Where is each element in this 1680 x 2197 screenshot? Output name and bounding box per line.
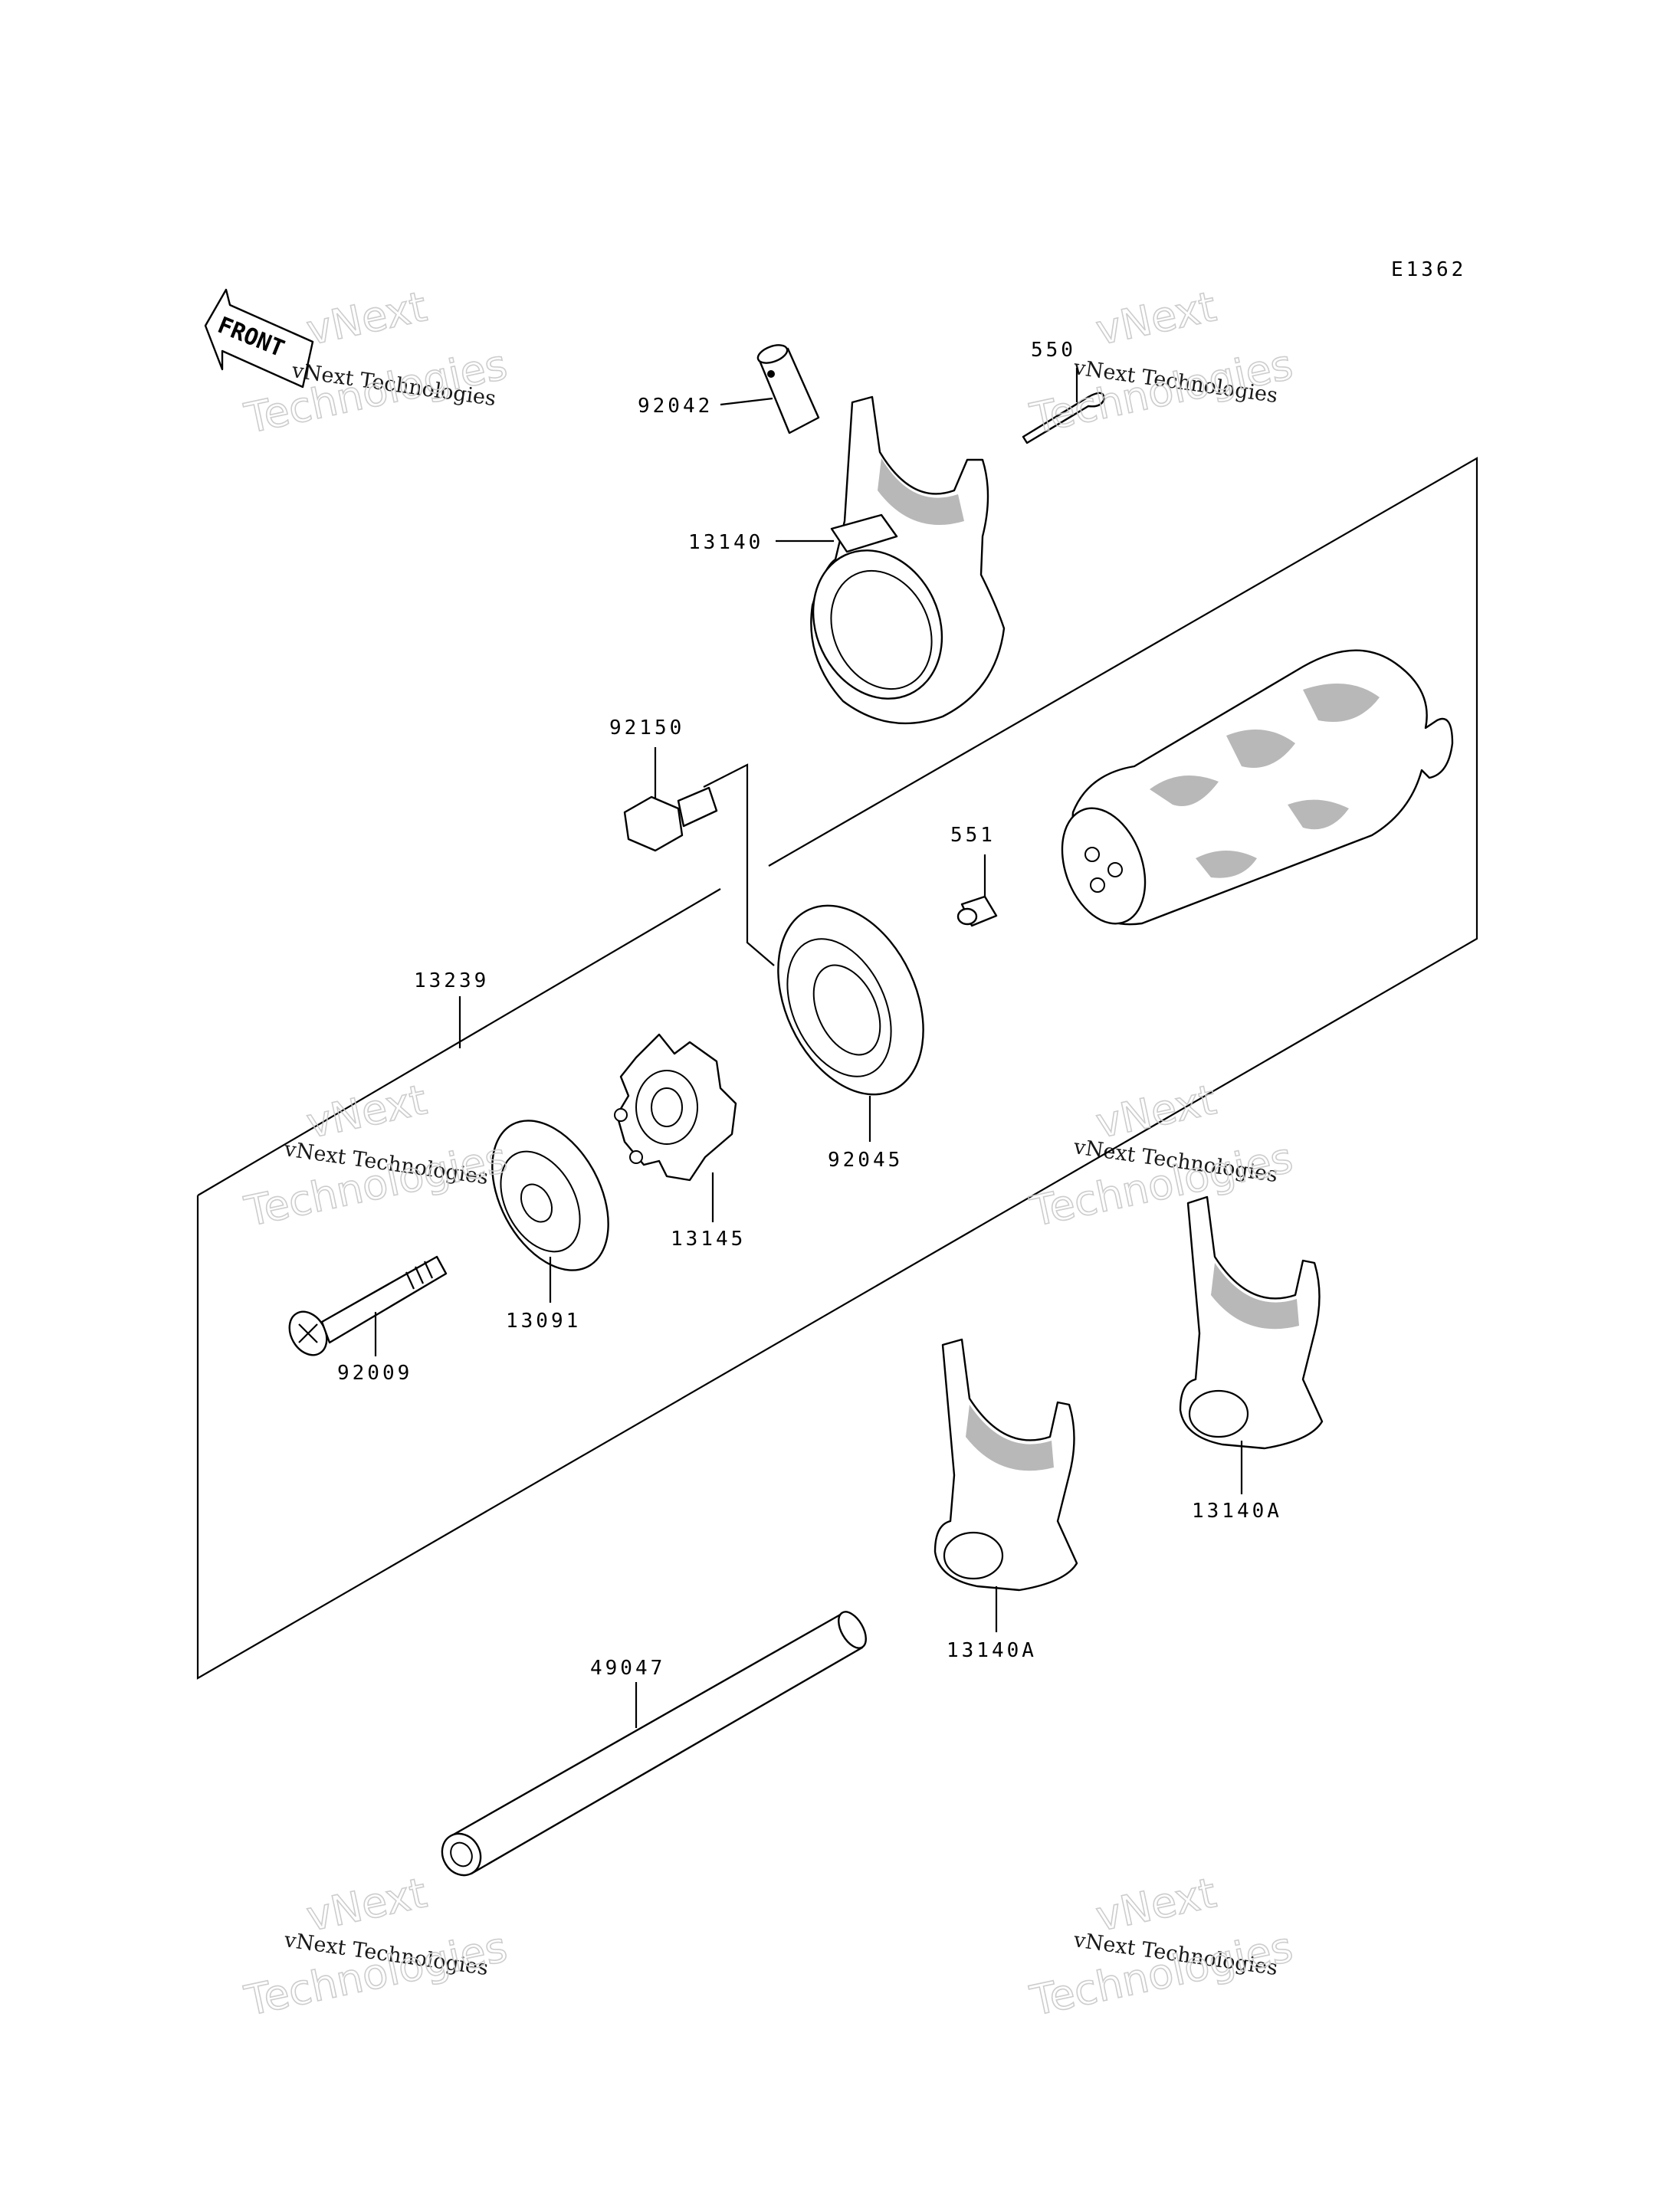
callout-13239: 13239 <box>414 969 489 992</box>
svg-text:Technologies: Technologies <box>241 1133 511 1236</box>
callout-13140A-left: 13140A <box>947 1639 1037 1662</box>
part-13140-shift-fork: 13140 <box>688 395 1006 725</box>
svg-text:Technologies: Technologies <box>241 1923 511 2025</box>
svg-text:vNext: vNext <box>1092 282 1220 354</box>
watermark-bottom-left: vNext vNext Technologies Technologies <box>240 1867 512 2025</box>
callout-92009: 92009 <box>337 1362 412 1385</box>
callout-13091: 13091 <box>506 1310 581 1333</box>
part-550-cotter-pin: 550 <box>1022 339 1105 444</box>
part-92150-bolt: 92150 <box>609 716 718 852</box>
diagram-code: E1362 <box>1391 258 1466 281</box>
watermark-bottom-right: vNext vNext Technologies Technologies <box>1025 1867 1298 2025</box>
part-49047-shaft: 49047 <box>441 1611 867 1877</box>
part-shift-drum <box>1061 649 1454 926</box>
svg-text:vNext: vNext <box>303 282 431 354</box>
callout-92045: 92045 <box>828 1149 903 1172</box>
svg-text:vNext: vNext <box>303 1868 431 1940</box>
svg-text:Technologies: Technologies <box>1026 1923 1297 2025</box>
callout-92042: 92042 <box>638 395 713 418</box>
callout-13145: 13145 <box>671 1228 746 1251</box>
watermark-middle-right: vNext vNext Technologies Technologies <box>1025 1074 1298 1236</box>
callout-49047: 49047 <box>590 1657 665 1680</box>
part-551-pin: 551 <box>950 824 998 927</box>
svg-text:vNext: vNext <box>1092 1868 1220 1940</box>
callout-13140: 13140 <box>688 531 763 554</box>
callout-13140A-right: 13140A <box>1192 1500 1282 1523</box>
group-13239: 13239 <box>414 969 489 1048</box>
part-13140A-fork-right: 13140A <box>1179 1195 1324 1523</box>
part-92009-screw: 92009 <box>288 1255 448 1385</box>
part-13091-plate: 13091 <box>491 1120 609 1333</box>
callout-92150: 92150 <box>609 716 684 739</box>
part-92042-pin: 92042 <box>638 344 820 434</box>
callout-550: 550 <box>1031 339 1076 362</box>
part-13145-star: 13145 <box>614 1033 746 1251</box>
part-92045-bearing: 92045 <box>777 904 924 1172</box>
callout-551: 551 <box>950 824 996 847</box>
watermark-top-right: vNext vNext Technologies Technologies <box>1025 281 1298 443</box>
watermark-middle-left: vNext vNext Technologies Technologies <box>240 1074 512 1236</box>
part-13140A-fork-left: 13140A <box>934 1338 1078 1662</box>
svg-text:vNext: vNext <box>1092 1075 1220 1147</box>
svg-text:vNext: vNext <box>303 1075 431 1147</box>
